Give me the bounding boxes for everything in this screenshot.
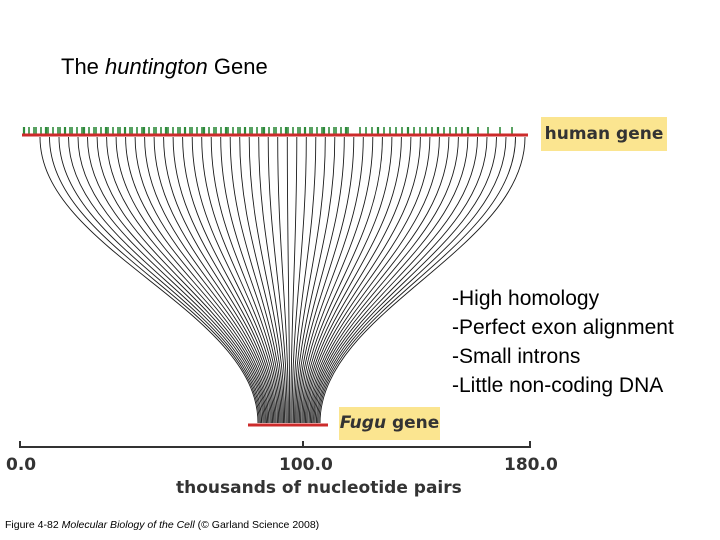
exon-connector <box>68 136 263 424</box>
note-item: -Small introns <box>452 345 581 368</box>
exon-connector <box>144 136 272 424</box>
note-item: -Perfect exon alignment <box>452 316 674 339</box>
exon-connector <box>314 136 488 424</box>
exon-connector <box>220 136 282 424</box>
exon-connector <box>58 136 261 424</box>
exon-connector <box>294 136 326 424</box>
caption-suffix: (© Garland Science 2008) <box>194 519 320 531</box>
human-gene-label: human gene <box>541 117 667 151</box>
homology-notes: -High homology -Perfect exon alignment -… <box>452 284 674 400</box>
exon-connector <box>49 136 260 424</box>
exon-connector <box>303 136 402 424</box>
exon-connector <box>229 136 283 424</box>
note-item: -Little non-coding DNA <box>452 374 664 397</box>
exon-connector <box>267 136 288 424</box>
exon-connector <box>239 136 284 424</box>
exon-connector <box>298 136 364 424</box>
caption-prefix: Figure 4-82 <box>5 519 62 531</box>
figure-caption: Figure 4-82 Molecular Biology of the Cel… <box>5 519 319 531</box>
exon-connector <box>304 136 412 424</box>
exon-connector <box>301 136 383 424</box>
exon-connector <box>302 136 393 424</box>
exon-connector <box>311 136 459 424</box>
scale-tick-label-180: 180.0 <box>504 455 558 475</box>
exon-connector <box>77 136 264 424</box>
exon-connector <box>115 136 269 424</box>
exon-connector <box>258 136 287 424</box>
exon-connector <box>191 136 278 424</box>
fugu-gene-suffix: gene <box>386 413 440 433</box>
exon-connector <box>106 136 267 424</box>
scale-tick-label-100: 100.0 <box>279 455 333 475</box>
caption-book-title: Molecular Biology of the Cell <box>61 519 195 531</box>
exon-connector <box>39 136 259 424</box>
exon-connector <box>172 136 276 424</box>
exon-connector <box>315 136 497 424</box>
exon-connector <box>277 136 289 424</box>
fugu-gene-name: Fugu <box>339 413 387 433</box>
exon-connector <box>309 136 450 424</box>
title-suffix: Gene <box>207 54 268 79</box>
exon-connector <box>307 136 431 424</box>
exon-connector <box>295 136 336 424</box>
exon-connector <box>182 136 277 424</box>
exon-connector <box>125 136 270 424</box>
exon-connector <box>296 136 345 424</box>
title-gene-name: huntington <box>105 54 208 79</box>
exon-connector <box>306 136 421 424</box>
exon-connector <box>312 136 469 424</box>
exon-connector <box>248 136 286 424</box>
exon-connector <box>290 136 298 424</box>
exon-connector <box>292 136 317 424</box>
scale-axis-title: thousands of nucleotide pairs <box>176 478 462 498</box>
exon-connector <box>134 136 271 424</box>
exon-connector <box>319 136 526 424</box>
exon-connectors <box>39 136 526 424</box>
exon-connector <box>317 136 507 424</box>
title-prefix: The <box>61 54 106 79</box>
exon-connector <box>291 136 307 424</box>
scale-tick-label-0: 0.0 <box>6 455 37 475</box>
exon-connector <box>297 136 355 424</box>
exon-connector <box>300 136 374 424</box>
exon-connector <box>96 136 266 424</box>
exon-connector <box>153 136 274 424</box>
exon-connector <box>163 136 275 424</box>
exon-connector <box>308 136 440 424</box>
exon-connector <box>87 136 265 424</box>
exon-connector <box>313 136 478 424</box>
exon-connector <box>210 136 281 424</box>
fugu-gene-label: Fugu gene <box>339 407 440 440</box>
note-item: -High homology <box>452 287 600 310</box>
exon-connector <box>286 136 291 424</box>
page-title: The huntington Gene <box>61 54 268 80</box>
exon-connector <box>201 136 280 424</box>
exon-connector <box>318 136 516 424</box>
